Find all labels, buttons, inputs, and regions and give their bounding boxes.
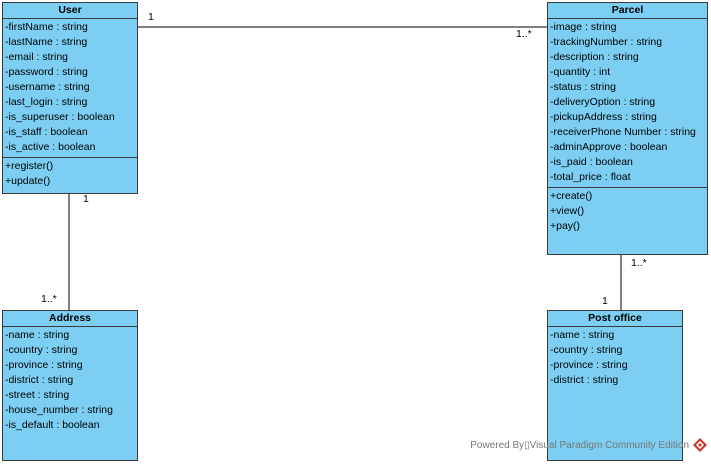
powered-by-text: Powered By▯Visual Paradigm Community Edi… [470,440,689,451]
class-post-office[interactable]: Post office -name : string -country : st… [547,310,683,461]
class-address-title: Address [3,311,137,327]
attribute: -district : string [5,374,74,386]
attribute: -house_number : string [5,404,113,416]
class-parcel-operations: +create() +view() +pay() [548,187,707,234]
class-parcel[interactable]: Parcel -image : string -trackingNumber :… [547,2,708,255]
class-user-attributes: -firstName : string -lastName : string -… [3,19,137,157]
attribute: -total_price : float [550,171,631,183]
attribute: -name : string [5,329,70,341]
class-address-attributes: -name : string -country : string -provin… [3,327,137,435]
attribute: -email : string [5,51,69,63]
class-address[interactable]: Address -name : string -country : string… [2,310,138,461]
multiplicity-user-parcel-source: 1 [148,11,154,23]
attribute: -province : string [550,359,628,371]
class-user-operations: +register() +update() [3,157,137,189]
operation: +register() [5,160,54,172]
operation: +view() [550,205,585,217]
attribute: -deliveryOption : string [550,96,656,108]
multiplicity-user-address-target: 1..* [41,293,57,305]
attribute: -lastName : string [5,36,88,48]
attribute: -trackingNumber : string [550,36,663,48]
attribute: -firstName : string [5,21,88,33]
attribute: -status : string [550,81,616,93]
attribute: -is_paid : boolean [550,156,633,168]
class-post-office-title: Post office [548,311,682,327]
attribute: -district : string [550,374,619,386]
attribute: -last_login : string [5,96,88,108]
operation: +update() [5,175,51,187]
attribute: -name : string [550,329,615,341]
class-post-office-attributes: -name : string -country : string -provin… [548,327,682,390]
class-user[interactable]: User -firstName : string -lastName : str… [2,2,138,194]
operation: +create() [550,190,593,202]
attribute: -is_active : boolean [5,141,96,153]
attribute: -is_staff : boolean [5,126,88,138]
class-user-title: User [3,3,137,19]
attribute: -receiverPhone Number : string [550,126,696,138]
attribute: -is_superuser : boolean [5,111,115,123]
visual-paradigm-logo-icon [693,438,707,452]
attribute: -description : string [550,51,639,63]
attribute: -country : string [550,344,623,356]
attribute: -username : string [5,81,90,93]
operation: +pay() [550,220,581,232]
attribute: -quantity : int [550,66,611,78]
attribute: -province : string [5,359,83,371]
multiplicity-user-parcel-target: 1..* [516,28,532,40]
attribute: -adminApprove : boolean [550,141,668,153]
attribute: -country : string [5,344,78,356]
class-parcel-title: Parcel [548,3,707,19]
attribute: -pickupAddress : string [550,111,657,123]
attribute: -is_default : boolean [5,419,100,431]
attribute: -password : string [5,66,88,78]
multiplicity-parcel-postoffice-target: 1 [602,295,608,307]
class-parcel-attributes: -image : string -trackingNumber : string… [548,19,707,187]
attribute: -street : string [5,389,70,401]
multiplicity-user-address-source: 1 [83,193,89,205]
multiplicity-parcel-postoffice-source: 1..* [631,257,647,269]
attribute: -image : string [550,21,617,33]
